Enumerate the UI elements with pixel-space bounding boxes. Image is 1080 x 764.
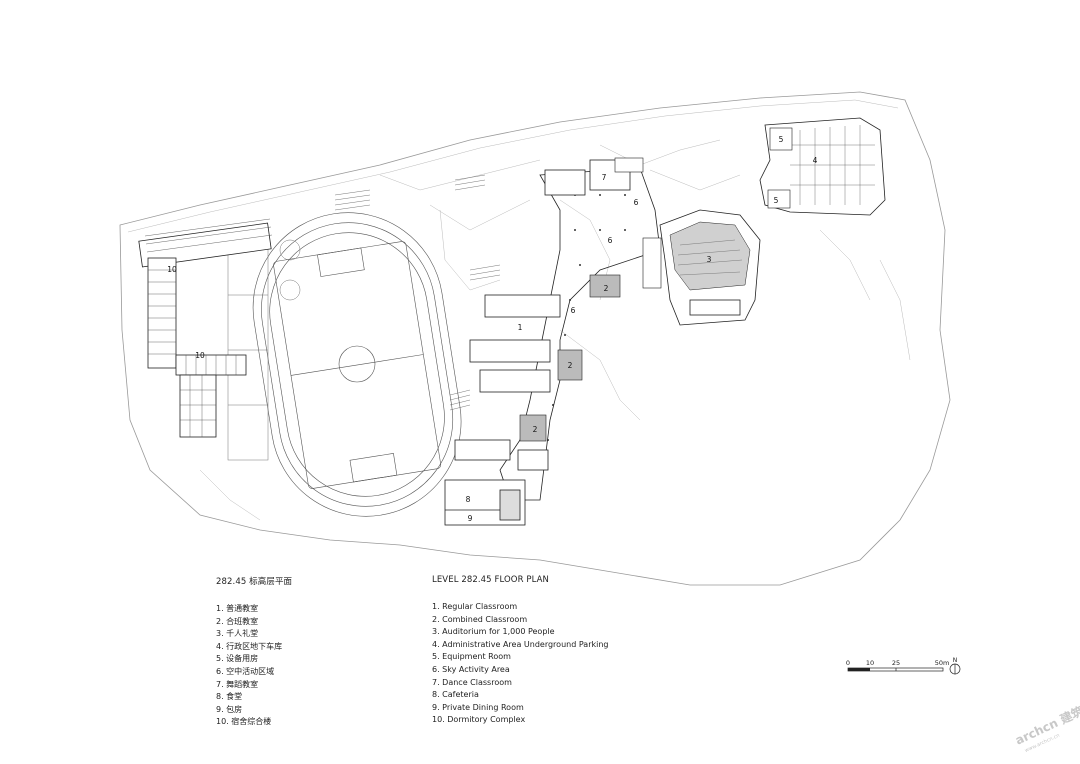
- legend-item: 10. Dormitory Complex: [432, 715, 526, 725]
- label-5-bottom: 5: [774, 196, 779, 205]
- legend-item: 1. Regular Classroom: [432, 602, 518, 611]
- label-8: 8: [466, 495, 471, 504]
- label-4: 4: [813, 156, 818, 165]
- watermark-logo: archcn 建筑 www.archcn.cn: [1013, 703, 1080, 754]
- label-3: 3: [707, 255, 712, 264]
- parking-stalls: [790, 125, 875, 205]
- gate-pavilion: [614, 157, 644, 173]
- equipment-room-bottom: [767, 189, 791, 209]
- legend-item: 10. 宿舍综合楼: [216, 717, 272, 727]
- running-track: [252, 212, 462, 517]
- auditorium: [659, 209, 761, 326]
- label-6-c: 6: [571, 306, 576, 315]
- scale-tick-10: 10: [866, 659, 874, 667]
- legend-item: 7. 舞蹈教室: [216, 679, 259, 689]
- legend-item: 6. Sky Activity Area: [432, 664, 510, 674]
- legend-item: 1. 普通教室: [216, 604, 259, 613]
- legend-title-cn: 282.45 标高层平面: [216, 577, 293, 587]
- legend-chinese: 282.45 标高层平面 1. 普通教室 2. 合班教室 3. 千人礼堂 4. …: [216, 575, 292, 729]
- label-1: 1: [518, 323, 523, 332]
- legend-item: 9. Private Dining Room: [432, 702, 524, 712]
- legend-item: 8. Cafeteria: [432, 690, 479, 700]
- label-2-c: 2: [533, 425, 538, 434]
- grid-points: [547, 194, 626, 441]
- legend-item: 8. 食堂: [216, 692, 243, 702]
- label-7: 7: [602, 173, 607, 182]
- legend-item: 9. 包房: [216, 704, 243, 714]
- label-2: 2: [604, 284, 609, 293]
- north-arrow-icon: N: [949, 657, 961, 675]
- legend-english: LEVEL 282.45 FLOOR PLAN 1. Regular Class…: [432, 575, 608, 727]
- equipment-room-top: [769, 127, 793, 151]
- cafeteria-building: [444, 479, 526, 526]
- legend-item: 5. 设备用房: [216, 654, 259, 664]
- legend-item: 2. Combined Classroom: [432, 614, 528, 624]
- legend-list-cn: 1. 普通教室 2. 合班教室 3. 千人礼堂 4. 行政区地下车库 5. 设备…: [216, 603, 292, 729]
- legend-item: 6. 空中活动区域: [216, 666, 275, 676]
- inner-boundary: [127, 99, 899, 233]
- stair-hatches: [334, 174, 501, 411]
- legend-item: 4. Administrative Area Underground Parki…: [432, 639, 609, 649]
- label-10-north: 10: [167, 265, 177, 274]
- scale-tick-0: 0: [846, 659, 850, 667]
- legend-item: 4. 行政区地下车库: [216, 641, 283, 651]
- combined-classrooms: [519, 274, 621, 442]
- scale-segment-black: [848, 668, 870, 671]
- legend-list-en: 1. Regular Classroom 2. Combined Classro…: [432, 601, 608, 727]
- north-label: N: [953, 657, 958, 664]
- label-10-south: 10: [195, 351, 205, 360]
- scale-tick-50: 50m: [935, 659, 950, 667]
- label-9: 9: [468, 514, 473, 523]
- scale-tick-25: 25: [892, 659, 900, 667]
- label-6-b: 6: [608, 236, 613, 245]
- legend-item: 3. Auditorium for 1,000 People: [432, 627, 555, 637]
- landscape-lines: [199, 139, 911, 521]
- legend-title-en: LEVEL 282.45 FLOOR PLAN: [432, 575, 550, 585]
- label-2-b: 2: [568, 361, 573, 370]
- legend-item: 3. 千人礼堂: [216, 629, 259, 639]
- legend-item: 7. Dance Classroom: [432, 677, 512, 687]
- label-5-top: 5: [779, 135, 784, 144]
- dormitory-complex: [138, 222, 272, 438]
- dormitory-rooms: [144, 218, 273, 437]
- small-block-east: [642, 237, 662, 289]
- sports-courts: [227, 239, 301, 461]
- site-boundary: [119, 91, 951, 586]
- classroom-blocks: [454, 159, 631, 471]
- legend-item: 5. Equipment Room: [432, 652, 511, 662]
- scale-bar: 0 10 25 50m N: [846, 657, 961, 675]
- legend-item: 2. 合班教室: [216, 616, 259, 626]
- label-6-a: 6: [634, 198, 639, 207]
